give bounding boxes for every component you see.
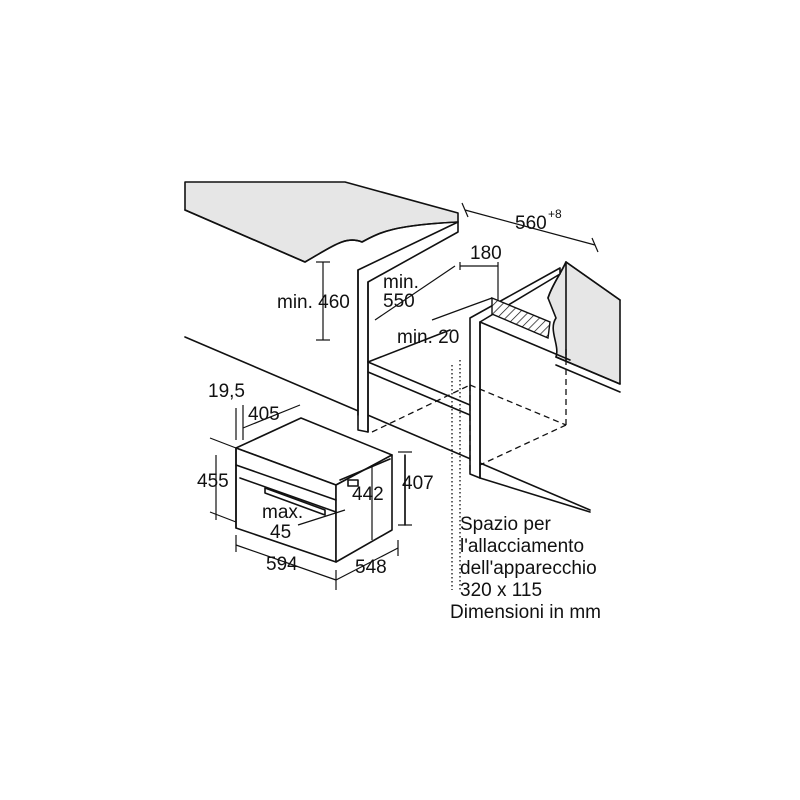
dimension-lines [209, 202, 599, 590]
label-min-460: min. 460 [277, 292, 350, 313]
side-panel-right [469, 267, 561, 479]
note-line-3: dell'apparecchio [460, 558, 597, 579]
label-dim-405: 405 [248, 404, 280, 425]
dimension-labels: 560 +8 180 min. 460 min. 550 min. 20 19,… [197, 207, 562, 578]
connection-note: Spazio per l'allacciamento dell'apparecc… [450, 514, 601, 623]
label-dim-19-5: 19,5 [208, 381, 245, 402]
label-dim-455: 455 [197, 471, 229, 492]
note-line-1: Spazio per [460, 514, 552, 535]
label-dim-407: 407 [402, 473, 434, 494]
label-min-20: min. 20 [397, 327, 459, 348]
oven-appliance [235, 417, 406, 563]
note-line-5: Dimensioni in mm [450, 602, 601, 623]
label-dim-548: 548 [355, 557, 387, 578]
note-line-2: l'allacciamento [460, 536, 584, 557]
label-width-560-tolerance: +8 [548, 207, 562, 221]
label-min-550-line2: 550 [383, 291, 415, 312]
label-dim-594: 594 [266, 554, 298, 575]
oven-niche-outline [371, 345, 567, 470]
cabinet-structure [184, 181, 621, 590]
connection-space-hatch [491, 296, 551, 340]
label-max-45-line1: max. [262, 502, 303, 523]
label-depth-180: 180 [470, 243, 502, 264]
label-max-45-line2: 45 [270, 522, 291, 543]
label-min-550-line1: min. [383, 272, 419, 293]
note-line-4: 320 x 115 [460, 580, 542, 601]
label-dim-442: 442 [352, 484, 384, 505]
label-width-560: 560 [515, 213, 547, 234]
